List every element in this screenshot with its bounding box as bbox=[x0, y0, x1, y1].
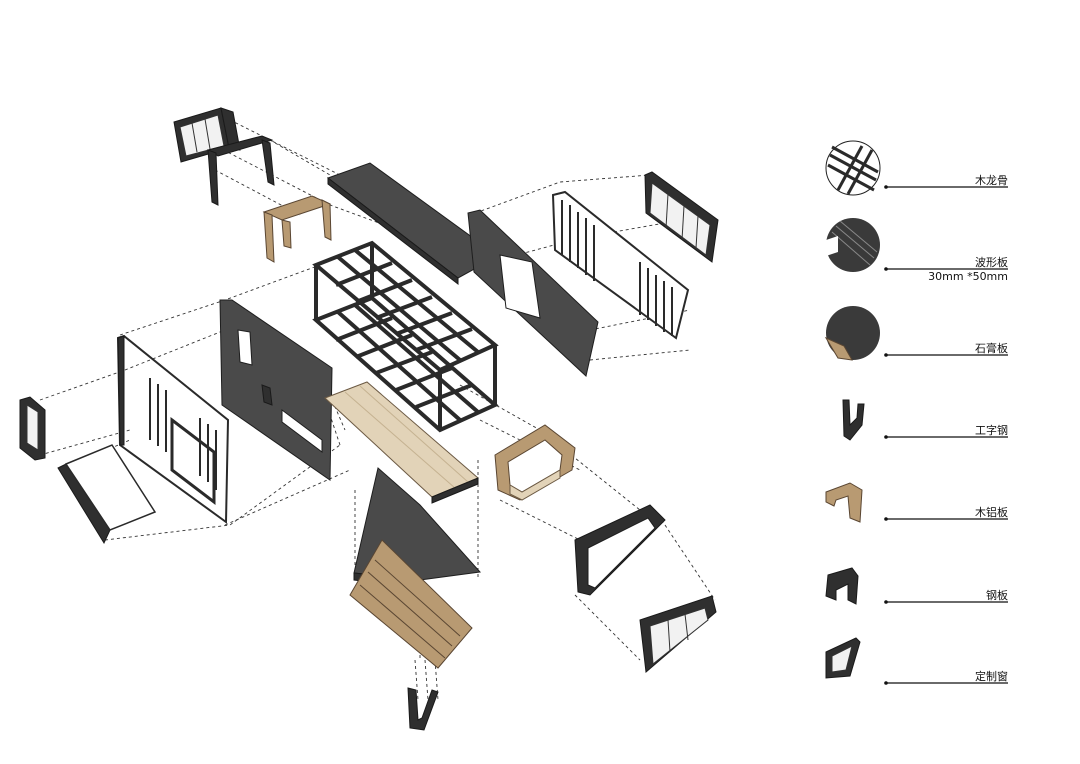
wood-aluminum-panel-icon bbox=[825, 482, 863, 523]
gypsum-board-icon bbox=[824, 306, 880, 361]
steel-plate-icon bbox=[825, 567, 859, 605]
left-wall-with-slot bbox=[219, 299, 333, 481]
wooden-window-frame bbox=[494, 424, 576, 501]
center-floor-wood bbox=[324, 381, 479, 504]
legend-label-wood-aluminum-panel: 木铝板 bbox=[975, 505, 1008, 519]
wood-table-frame bbox=[262, 195, 332, 263]
right-door-frame bbox=[574, 504, 666, 596]
legend-label-custom-window: 定制窗 bbox=[975, 669, 1008, 683]
legend-labels: 木龙骨 波形板 30mm *50mm 石膏板 工字钢 木铝板 钢板 定制窗 bbox=[928, 174, 1008, 683]
right-upper-wall bbox=[467, 209, 599, 377]
top-right-window bbox=[644, 171, 719, 263]
far-left-window bbox=[19, 396, 46, 461]
left-base-slab bbox=[57, 444, 157, 545]
timber-keel-icon bbox=[825, 140, 881, 196]
corrugated-wall bbox=[551, 190, 690, 340]
legend-icons bbox=[824, 140, 881, 679]
legend-label-gypsum-board: 石膏板 bbox=[975, 341, 1008, 355]
steel-frame-cage bbox=[312, 240, 499, 433]
bottom-right-window bbox=[639, 595, 717, 673]
legend-label-corrugated-panel: 波形板 bbox=[975, 255, 1008, 269]
wood-deck bbox=[349, 539, 473, 669]
legend-label-i-beam: 工字钢 bbox=[975, 423, 1008, 437]
legend-label-steel-plate: 钢板 bbox=[986, 588, 1008, 602]
left-corrugated-wall bbox=[116, 334, 230, 524]
legend-sub-corrugated-panel: 30mm *50mm bbox=[928, 270, 1008, 283]
corrugated-panel-icon bbox=[826, 218, 880, 272]
roof-slab bbox=[326, 162, 499, 286]
custom-window-icon bbox=[825, 637, 861, 679]
top-left-door-frame bbox=[206, 135, 275, 206]
legend-leaders bbox=[884, 185, 1008, 685]
bottom-i-beam bbox=[407, 687, 439, 731]
legend-label-timber-keel: 木龙骨 bbox=[975, 174, 1008, 187]
i-beam-icon bbox=[842, 399, 865, 441]
